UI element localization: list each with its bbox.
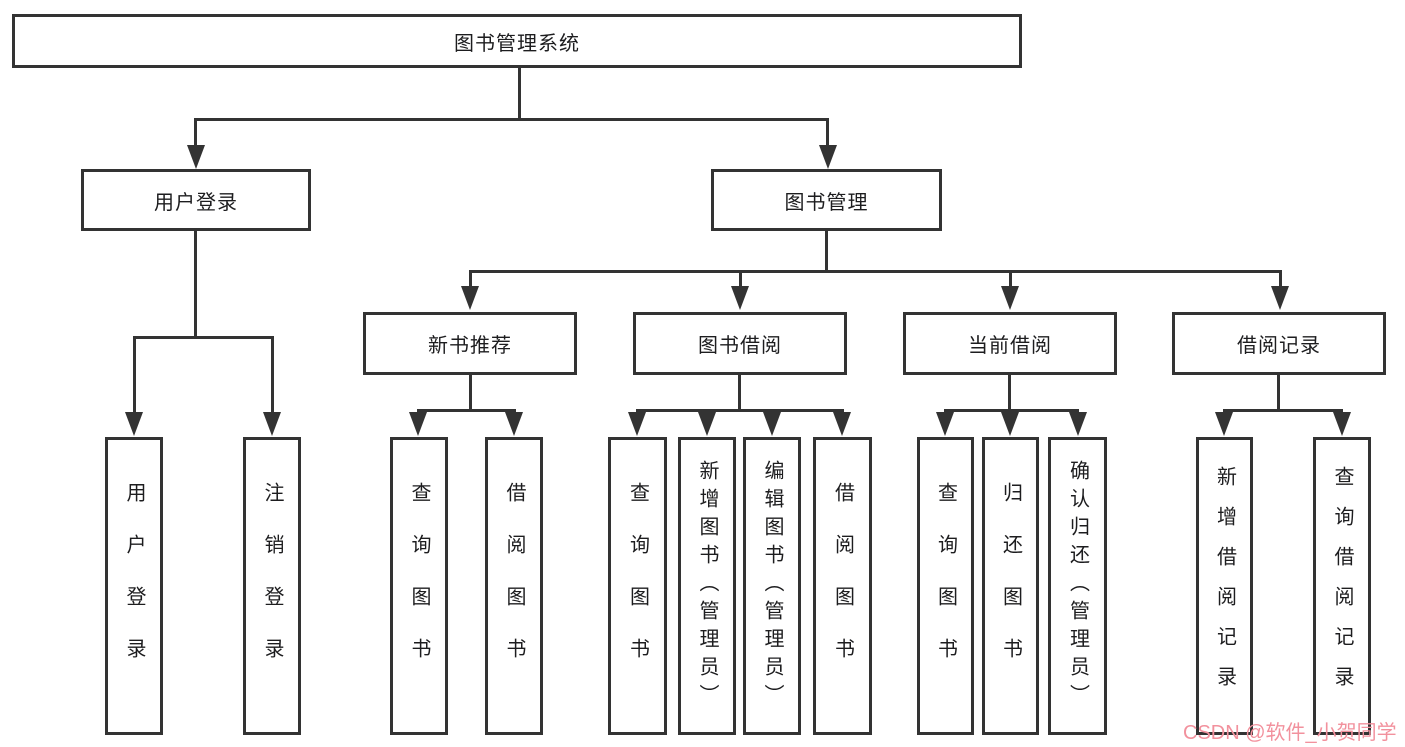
leaf-query-book-3-label: 查询图书 <box>934 482 957 690</box>
connector-line <box>825 231 828 273</box>
leaf-add-borrow-record: 新增借阅记录 <box>1196 437 1253 735</box>
arrowhead-down-icon <box>409 412 427 436</box>
connector-line <box>1009 270 1012 287</box>
node-current-borrow-label: 当前借阅 <box>968 335 1052 357</box>
csdn-watermark: CSDN @软件_小贺同学 <box>1183 722 1397 744</box>
node-book-management: 图书管理 <box>711 169 942 231</box>
connector-line <box>417 409 516 412</box>
connector-line <box>1008 375 1011 412</box>
node-borrow-records-label: 借阅记录 <box>1237 335 1321 357</box>
leaf-logout: 注销登录 <box>243 437 301 735</box>
leaf-add-borrow-record-label: 新增借阅记录 <box>1213 466 1236 706</box>
leaf-query-borrow-record-label: 查询借阅记录 <box>1331 466 1353 706</box>
connector-line <box>469 375 472 412</box>
node-book-borrow: 图书借阅 <box>633 312 847 375</box>
node-user-login-label: 用户登录 <box>154 191 238 214</box>
leaf-query-book-2-label: 查询图书 <box>626 482 649 690</box>
node-new-book-recommend: 新书推荐 <box>363 312 577 375</box>
arrowhead-down-icon <box>698 412 716 436</box>
leaf-confirm-return-admin: 确认归还（管理员） <box>1048 437 1107 735</box>
node-user-login: 用户登录 <box>81 169 311 231</box>
arrowhead-down-icon <box>505 412 523 436</box>
arrowhead-down-icon <box>1215 412 1233 436</box>
connector-line <box>738 375 741 412</box>
leaf-borrow-book-1-label: 借阅图书 <box>503 482 525 690</box>
arrowhead-down-icon <box>461 286 479 310</box>
leaf-query-borrow-record: 查询借阅记录 <box>1313 437 1371 735</box>
connector-line <box>469 270 1282 273</box>
arrowhead-down-icon <box>1333 412 1351 436</box>
connector-line <box>195 118 829 121</box>
connector-line <box>194 231 197 338</box>
arrowhead-down-icon <box>1001 412 1019 436</box>
arrowhead-down-icon <box>1001 286 1019 310</box>
arrowhead-down-icon <box>1069 412 1087 436</box>
arrowhead-down-icon <box>731 286 749 310</box>
leaf-borrow-book-2: 借阅图书 <box>813 437 872 735</box>
leaf-logout-label: 注销登录 <box>261 482 283 690</box>
leaf-add-book-admin: 新增图书（管理员） <box>678 437 736 735</box>
node-borrow-records: 借阅记录 <box>1172 312 1386 375</box>
connector-line <box>826 118 829 146</box>
node-book-borrow-label: 图书借阅 <box>698 335 782 357</box>
node-new-book-recommend-label: 新书推荐 <box>428 335 512 357</box>
connector-line <box>133 336 136 415</box>
leaf-user-login-label: 用户登录 <box>123 482 145 690</box>
leaf-query-book-1: 查询图书 <box>390 437 448 735</box>
arrowhead-down-icon <box>1271 286 1289 310</box>
leaf-edit-book-admin: 编辑图书（管理员） <box>743 437 801 735</box>
leaf-confirm-return-admin-label: 确认归还（管理员） <box>1066 460 1089 712</box>
arrowhead-down-icon <box>763 412 781 436</box>
node-root-label: 图书管理系统 <box>454 32 580 55</box>
leaf-borrow-book-1: 借阅图书 <box>485 437 543 735</box>
connector-line <box>194 118 197 146</box>
arrowhead-down-icon <box>833 412 851 436</box>
arrowhead-down-icon <box>187 145 205 169</box>
connector-line <box>133 336 274 339</box>
arrowhead-down-icon <box>819 145 837 169</box>
connector-line <box>518 68 521 119</box>
leaf-return-book-label: 归还图书 <box>999 482 1022 690</box>
leaf-user-login: 用户登录 <box>105 437 163 735</box>
connector-line <box>739 270 742 287</box>
connector-line <box>1223 409 1343 412</box>
connector-line <box>1277 375 1280 412</box>
arrowhead-down-icon <box>628 412 646 436</box>
node-root-system: 图书管理系统 <box>12 14 1022 68</box>
leaf-query-book-3: 查询图书 <box>917 437 974 735</box>
node-book-management-label: 图书管理 <box>784 191 869 214</box>
leaf-borrow-book-2-label: 借阅图书 <box>831 482 854 690</box>
node-current-borrow: 当前借阅 <box>903 312 1117 375</box>
arrowhead-down-icon <box>125 412 143 436</box>
leaf-edit-book-admin-label: 编辑图书（管理员） <box>761 460 783 712</box>
connector-line <box>944 409 1079 412</box>
leaf-return-book: 归还图书 <box>982 437 1039 735</box>
arrowhead-down-icon <box>263 412 281 436</box>
connector-line <box>1279 270 1282 287</box>
connector-line <box>271 336 274 415</box>
leaf-add-book-admin-label: 新增图书（管理员） <box>696 460 718 712</box>
leaf-query-book-2: 查询图书 <box>608 437 667 735</box>
arrowhead-down-icon <box>936 412 954 436</box>
connector-line <box>636 409 844 412</box>
leaf-query-book-1-label: 查询图书 <box>408 482 430 690</box>
connector-line <box>469 270 472 287</box>
